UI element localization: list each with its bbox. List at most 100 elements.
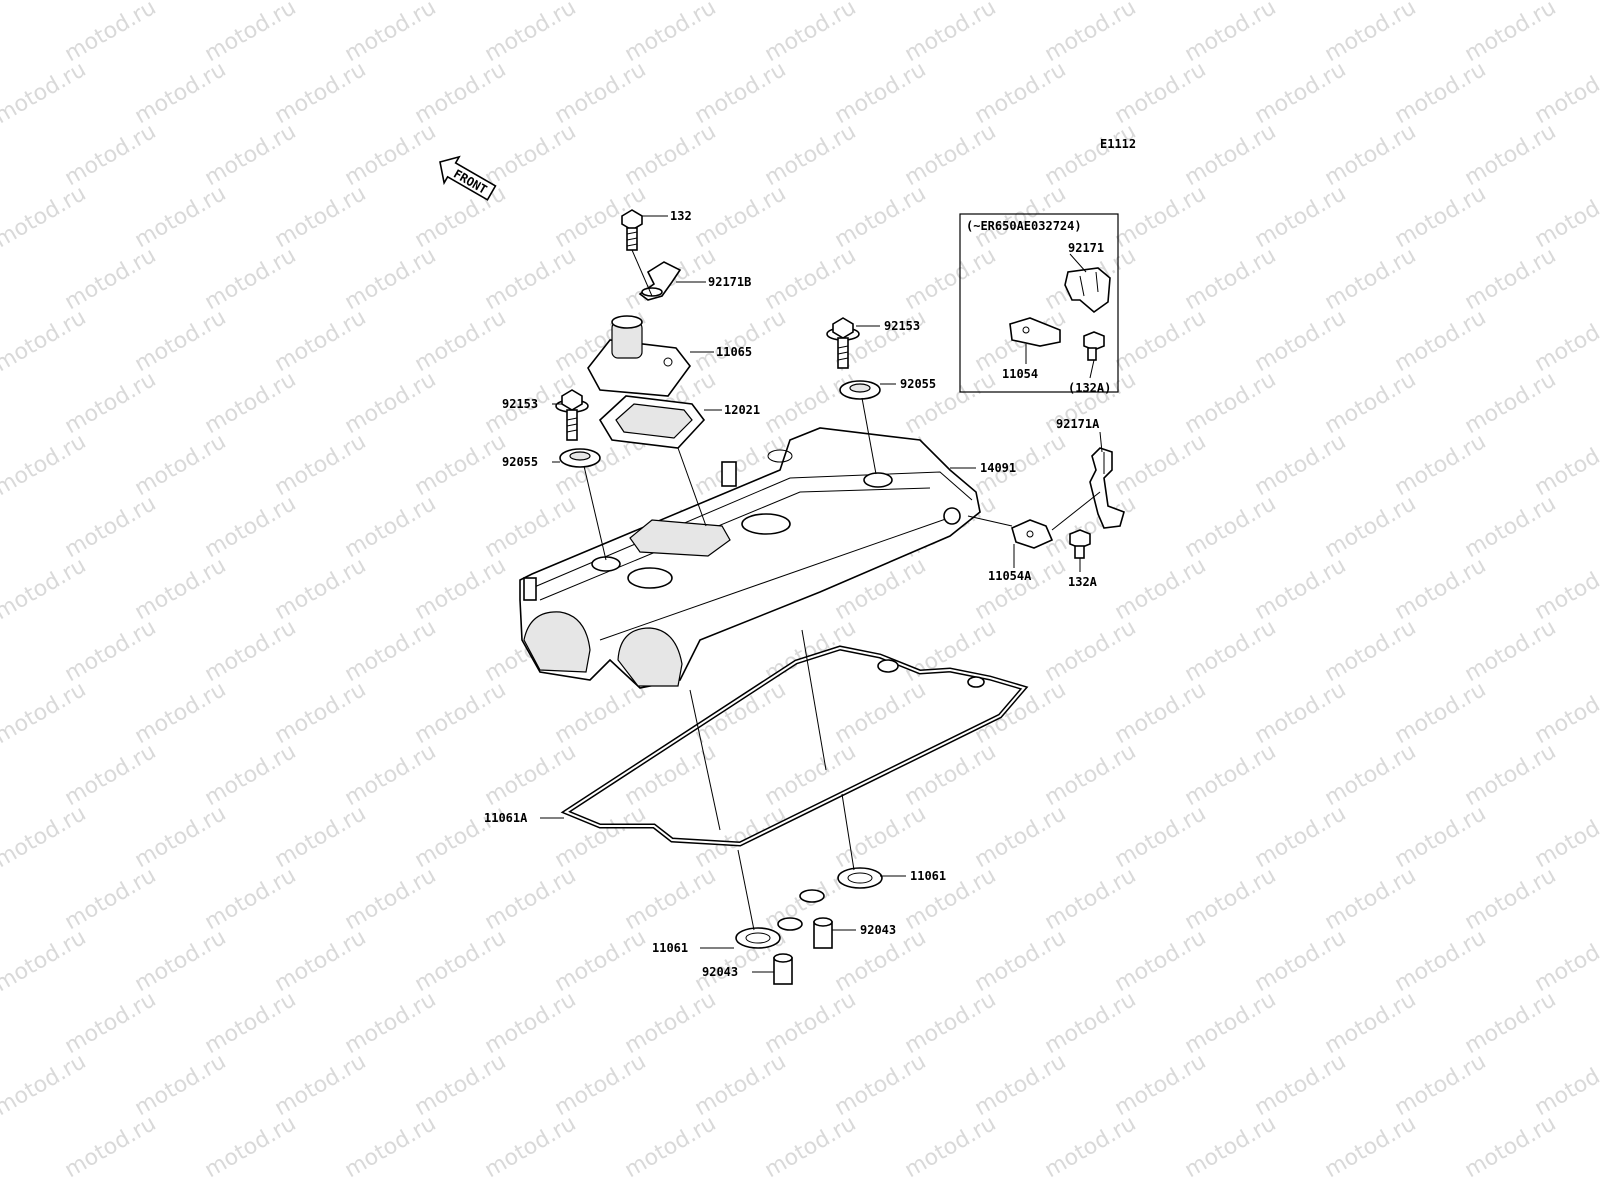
watermark-text: motod.ru <box>1531 1049 1600 1121</box>
watermark-text: motod.ru <box>901 119 1001 191</box>
watermark-text: motod.ru <box>1391 429 1491 501</box>
watermark-text: motod.ru <box>271 677 371 749</box>
plug-hole-gasket-11061-left <box>735 917 803 949</box>
watermark-text: motod.ru <box>271 181 371 253</box>
watermark-text: motod.ru <box>61 739 161 811</box>
watermark-text: motod.ru <box>901 739 1001 811</box>
watermark-text: motod.ru <box>831 801 931 873</box>
watermark-text: motod.ru <box>1461 243 1561 315</box>
watermark-text: motod.ru <box>61 615 161 687</box>
watermark-text: motod.ru <box>481 491 581 563</box>
watermark-text: motod.ru <box>411 429 511 501</box>
watermark-text: motod.ru <box>621 863 721 935</box>
watermark-text: motod.ru <box>201 1111 301 1183</box>
label-11061-right: 11061 <box>910 869 946 883</box>
watermark-text: motod.ru <box>341 491 441 563</box>
watermark-text: motod.ru <box>1111 305 1211 377</box>
watermark-text: motod.ru <box>1461 491 1561 563</box>
watermark-text: motod.ru <box>901 987 1001 1059</box>
watermark-text: motod.ru <box>481 1111 581 1183</box>
watermark-text: motod.ru <box>61 0 161 67</box>
watermark-text: motod.ru <box>1531 925 1600 997</box>
watermark-text: motod.ru <box>1461 987 1561 1059</box>
watermark-text: motod.ru <box>131 429 231 501</box>
alignment-lines <box>583 249 1101 931</box>
watermark-text: motod.ru <box>1251 429 1351 501</box>
plug-hole-gasket-11061-right <box>799 867 883 903</box>
watermark-text: motod.ru <box>1181 367 1281 439</box>
watermark-text: motod.ru <box>1181 863 1281 935</box>
cylinder-head-cover-14091 <box>519 427 981 689</box>
watermark-text: motod.ru <box>1461 367 1561 439</box>
inset-label-132A: (132A) <box>1068 381 1111 395</box>
watermark-text: motod.ru <box>61 367 161 439</box>
watermark-text: motod.ru <box>761 0 861 67</box>
watermark-text: motod.ru <box>131 1049 231 1121</box>
watermark-text: motod.ru <box>481 243 581 315</box>
watermark-text: motod.ru <box>131 181 231 253</box>
watermark-text: motod.ru <box>1251 553 1351 625</box>
watermark-text: motod.ru <box>621 119 721 191</box>
watermark-text: motod.ru <box>0 801 90 873</box>
watermark-text: motod.ru <box>411 181 511 253</box>
watermark-text: motod.ru <box>1111 925 1211 997</box>
inset-label-92171: 92171 <box>1068 241 1104 255</box>
watermark-text: motod.ru <box>761 1111 861 1183</box>
label-11061-left: 11061 <box>652 941 688 955</box>
label-12021: 12021 <box>724 403 760 417</box>
watermark-text: motod.ru <box>1041 739 1141 811</box>
watermark-text: motod.ru <box>411 305 511 377</box>
watermark-text: motod.ru <box>1181 243 1281 315</box>
watermark-text: motod.ru <box>1181 119 1281 191</box>
breather-cover-11065 <box>587 315 692 397</box>
watermark-text: motod.ru <box>1391 1049 1491 1121</box>
watermark-text: motod.ru <box>0 429 90 501</box>
watermark-text: motod.ru <box>1251 305 1351 377</box>
label-132A: 132A <box>1068 575 1098 589</box>
watermark-text: motod.ru <box>411 925 511 997</box>
watermark-text: motod.ru <box>61 491 161 563</box>
watermark-text: motod.ru <box>1251 181 1351 253</box>
watermark-text: motod.ru <box>1111 57 1211 129</box>
watermark-text: motod.ru <box>341 243 441 315</box>
watermark-text: motod.ru <box>341 119 441 191</box>
label-132: 132 <box>670 209 692 223</box>
watermark-text: motod.ru <box>1461 0 1561 67</box>
watermark-text: motod.ru <box>551 677 651 749</box>
watermark-text: motod.ru <box>1041 863 1141 935</box>
label-92043-left: 92043 <box>702 965 738 979</box>
watermark-text: motod.ru <box>271 1049 371 1121</box>
watermark-text: motod.ru <box>201 739 301 811</box>
watermark-text: motod.ru <box>411 677 511 749</box>
watermark-text: motod.ru <box>1181 987 1281 1059</box>
watermark-text: motod.ru <box>621 1111 721 1183</box>
watermark-text: motod.ru <box>1181 0 1281 67</box>
leader-lines <box>540 215 1103 973</box>
watermark-text: motod.ru <box>481 863 581 935</box>
label-14091: 14091 <box>980 461 1016 475</box>
watermark-text: motod.ru <box>1461 119 1561 191</box>
watermark-text: motod.ru <box>1041 987 1141 1059</box>
watermark-text: motod.ru <box>971 553 1071 625</box>
watermark-text: motod.ru <box>1531 677 1600 749</box>
watermark-text: motod.ru <box>61 119 161 191</box>
inset-bracket-11054 <box>1009 317 1061 347</box>
watermark-text: motod.ru <box>1461 863 1561 935</box>
watermark-text: motod.ru <box>1321 0 1421 67</box>
watermark-text: motod.ru <box>0 553 90 625</box>
watermark-text: motod.ru <box>1251 925 1351 997</box>
watermark-text: motod.ru <box>1461 615 1561 687</box>
watermark-text: motod.ru <box>271 57 371 129</box>
inset-label-11054: 11054 <box>1002 367 1038 381</box>
washer-92055-right <box>839 380 881 400</box>
label-92055-right: 92055 <box>900 377 936 391</box>
watermark-text: motod.ru <box>481 987 581 1059</box>
watermark-text: motod.ru <box>761 987 861 1059</box>
watermark-text: motod.ru <box>1531 57 1600 129</box>
watermark-text: motod.ru <box>1251 1049 1351 1121</box>
watermark-text: motod.ru <box>201 243 301 315</box>
watermark-text: motod.ru <box>481 0 581 67</box>
watermark-text: motod.ru <box>551 1049 651 1121</box>
watermark-text: motod.ru <box>831 677 931 749</box>
